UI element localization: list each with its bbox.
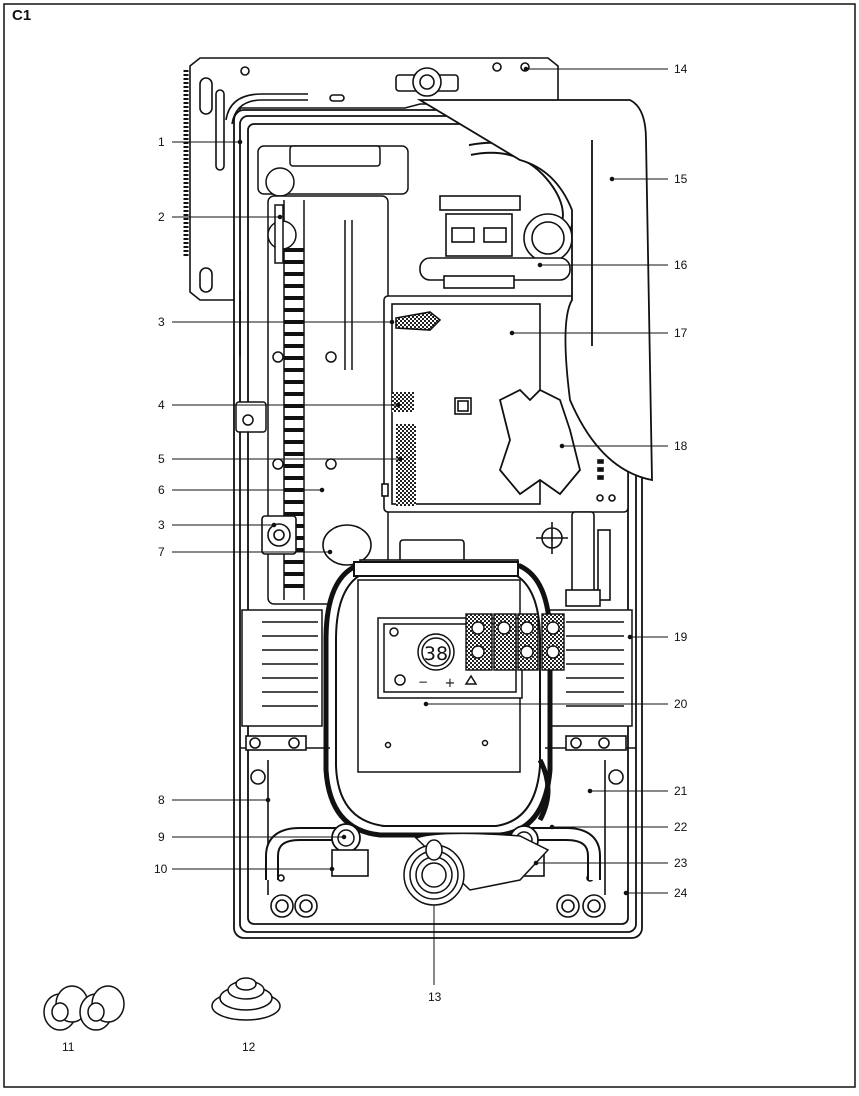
flow-valve [536, 511, 611, 607]
callout-3b: 3 [158, 518, 165, 532]
leader-dot [271, 522, 277, 528]
callout-6: 6 [158, 483, 165, 497]
shower-icon [464, 674, 478, 685]
minus-symbol: − [418, 675, 428, 689]
callout-3a: 3 [158, 315, 165, 329]
leader-dot [609, 176, 615, 182]
figure-label: C1 [12, 7, 32, 24]
callout-2: 2 [158, 210, 165, 224]
leader-dot [397, 456, 403, 462]
leader-dot [319, 487, 325, 493]
callout-10: 10 [154, 862, 168, 876]
callout-5: 5 [158, 452, 165, 466]
callout-14: 14 [674, 62, 688, 76]
rubber-grommet [211, 977, 281, 1021]
callout-13: 13 [428, 990, 442, 1004]
plus-symbol: + [445, 676, 456, 691]
eco-icon [394, 674, 406, 686]
cable-conduit [403, 758, 551, 906]
leader-dot [587, 788, 593, 794]
leader-dot [277, 214, 283, 220]
terminal-block [465, 613, 565, 671]
callout-4: 4 [158, 398, 165, 412]
leader-dot [265, 797, 271, 803]
leader-dot [389, 319, 395, 325]
callout-23: 23 [674, 856, 688, 870]
callout-21: 21 [674, 784, 688, 798]
callout-20: 20 [674, 697, 688, 711]
callout-17: 17 [674, 326, 688, 340]
figure-border [3, 3, 856, 1088]
leader-dot [509, 330, 515, 336]
leader-dot [627, 634, 633, 640]
leader-dot [523, 66, 529, 72]
heating-element [257, 145, 409, 605]
callout-1: 1 [158, 135, 165, 149]
leader-dot [395, 402, 401, 408]
callout-16: 16 [674, 258, 688, 272]
mounting-bracket [183, 57, 559, 301]
leader-dot [329, 866, 335, 872]
callout-11: 11 [62, 1040, 75, 1054]
cover-sheet [416, 99, 653, 496]
leader-dot [327, 549, 333, 555]
callout-7: 7 [158, 545, 165, 559]
callout-24: 24 [674, 886, 688, 900]
leader-dot [423, 701, 429, 707]
temperature-readout: 38 [424, 643, 448, 665]
leader-dot [549, 824, 555, 830]
callout-19: 19 [674, 630, 688, 644]
callout-12: 12 [242, 1040, 256, 1054]
leader-dot [237, 139, 243, 145]
top-connector [395, 67, 459, 97]
leader-dot [533, 860, 539, 866]
callout-9: 9 [158, 830, 165, 844]
spare-connectors [43, 985, 125, 1031]
screw-hole [384, 741, 392, 749]
callout-22: 22 [674, 820, 688, 834]
callout-leaders [172, 66, 668, 985]
callout-18: 18 [674, 439, 688, 453]
side-clamp [235, 401, 267, 433]
leader-dot [537, 262, 543, 268]
leader-dot [341, 834, 347, 840]
callout-15: 15 [674, 172, 688, 186]
safety-limiter [261, 515, 297, 555]
leader-dot [559, 443, 565, 449]
side-vents [241, 609, 633, 727]
heating-coils [284, 248, 304, 588]
callout-8: 8 [158, 793, 165, 807]
screw-hole [481, 739, 489, 747]
leader-dot [623, 890, 629, 896]
